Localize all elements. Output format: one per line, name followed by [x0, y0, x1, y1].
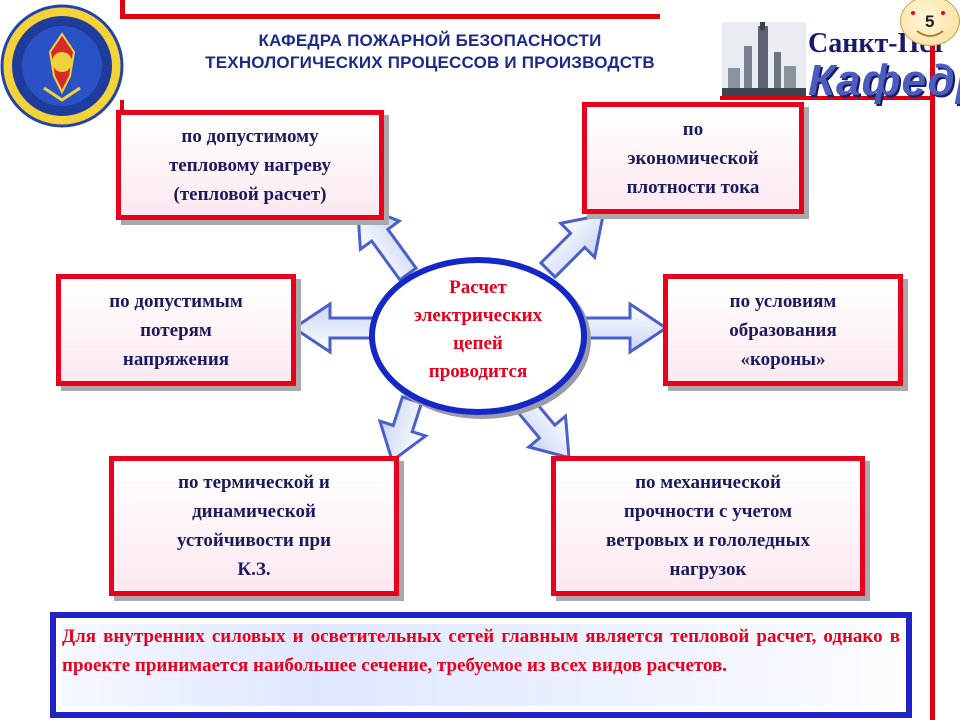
box-text-line: тепловому нагреву — [168, 154, 332, 176]
summary-note-box: Для внутренних силовых и осветительных с… — [50, 612, 912, 718]
box-top-right: по экономической плотности тока — [582, 102, 804, 214]
box-text-line: экономической — [627, 147, 759, 169]
arrow-up-right — [538, 212, 606, 280]
center-line-2: электрических — [413, 305, 543, 326]
box-text-line: по допустимым — [109, 290, 243, 312]
university-emblem-icon — [0, 4, 124, 128]
box-text-line: напряжения — [122, 348, 230, 370]
box-text-line: по термической и — [178, 472, 330, 493]
box-text-line: по условиям — [729, 290, 837, 312]
center-oval — [369, 257, 587, 415]
box-text-line: по механической — [635, 472, 781, 493]
box-text-line: (тепловой расчет) — [173, 183, 327, 205]
box-text-line: по допустимому — [181, 125, 319, 147]
top-red-line — [120, 14, 660, 19]
page-number-badge — [900, 0, 960, 46]
box-bottom-right: по механической прочности с учетом ветро… — [551, 456, 865, 596]
summary-note-text: Для внутренних силовых и осветительных с… — [62, 626, 900, 676]
box-text-line: устойчивости при — [176, 530, 332, 551]
box-text-line: К.З. — [237, 559, 271, 580]
arrow-down-right — [514, 395, 571, 460]
page-title: КАФЕДРА ПОЖАРНОЙ БЕЗОПАСНОСТИ ТЕХНОЛОГИЧ… — [140, 30, 720, 74]
summary-note-background — [62, 624, 900, 706]
arrow-right — [584, 301, 669, 355]
center-line-4: проводится — [428, 361, 528, 382]
title-line-2: ТЕХНОЛОГИЧЕСКИХ ПРОЦЕССОВ И ПРОИЗВОДСТВ — [205, 53, 655, 72]
box-text-line: нагрузок — [669, 559, 747, 580]
center-line-1: Расчет — [449, 277, 507, 298]
box-mid-left: по допустимым потерям напряжения — [56, 274, 296, 386]
center-label: Расчет электрических цепей проводится — [369, 274, 587, 386]
box-text-line: динамической — [192, 501, 316, 522]
header-red-line — [720, 96, 935, 100]
box-bottom-left: по термической и динамической устойчивос… — [109, 456, 399, 596]
arrow-left — [291, 301, 376, 355]
box-text-line: потерям — [140, 319, 212, 341]
title-line-1: КАФЕДРА ПОЖАРНОЙ БЕЗОПАСНОСТИ — [258, 31, 602, 50]
box-text-line: ветровых и гололедных — [606, 530, 810, 551]
page-number: 5 — [925, 12, 935, 31]
box-text-line: прочности с учетом — [623, 501, 793, 522]
box-text-line: образования — [729, 319, 837, 341]
box-top-left: по допустимому тепловому нагреву (теплов… — [116, 110, 384, 220]
smiley-icon — [911, 11, 945, 37]
box-text-line: по — [682, 118, 704, 140]
box-mid-right: по условиям образования «короны» — [663, 274, 903, 386]
left-red-line — [120, 0, 125, 14]
arrow-down-left — [377, 395, 429, 464]
refinery-image — [722, 22, 806, 96]
right-red-line — [930, 40, 935, 720]
kafedra-label: Кафедр — [808, 56, 960, 105]
center-line-3: цепей — [453, 333, 503, 354]
box-text-line: «короны» — [740, 348, 826, 370]
box-text-line: плотности тока — [626, 176, 760, 198]
